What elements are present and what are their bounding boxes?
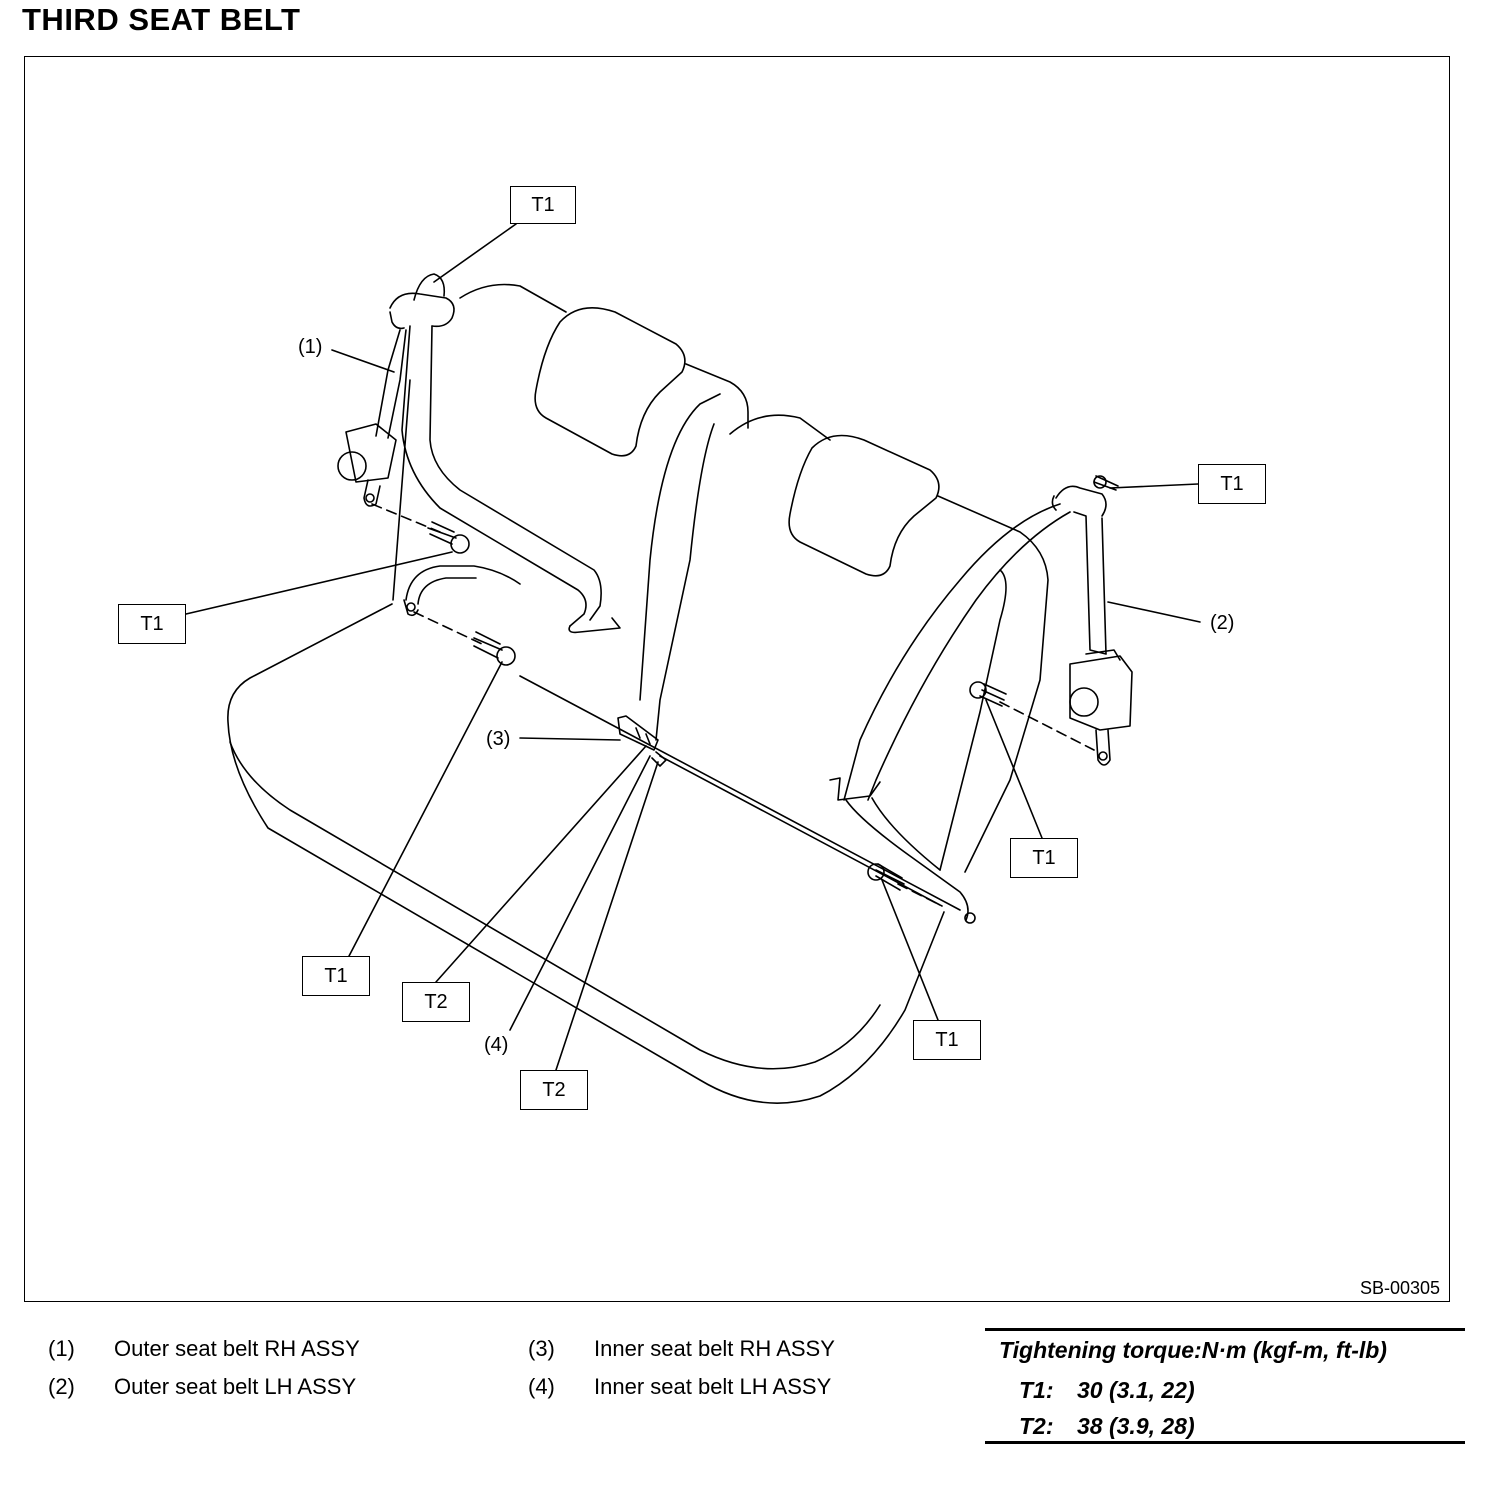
diagram-frame	[24, 56, 1450, 1302]
headrest-left	[534, 306, 686, 457]
legend-description: Inner seat belt LH ASSY	[594, 1374, 832, 1399]
torque-key: T1:	[1019, 1377, 1054, 1403]
leader-lines	[185, 223, 1201, 1071]
callout-t2-left: T2	[402, 982, 470, 1022]
part-marker-4: (4)	[484, 1034, 509, 1056]
legend-number: (3)	[528, 1336, 555, 1361]
torque-key: T2:	[1019, 1413, 1054, 1439]
callout-label: T1	[140, 612, 164, 635]
part-marker-2: (2)	[1210, 612, 1235, 634]
callout-t2-bottom: T2	[520, 1070, 588, 1110]
torque-title: Tightening torque:N·m (kgf-m, ft-lb)	[999, 1337, 1387, 1363]
legend-number: (1)	[48, 1336, 75, 1361]
callout-label: T1	[531, 193, 555, 216]
figure-code: SB-00305	[1359, 1278, 1440, 1298]
callout-t1-mid-left: T1	[118, 604, 186, 644]
seat-back-right	[729, 414, 1049, 873]
part-marker-3: (3)	[486, 728, 511, 750]
callout-t1-bottom-right: T1	[913, 1020, 981, 1060]
callout-label: T2	[424, 990, 448, 1013]
part-marker-1: (1)	[298, 336, 323, 358]
torque-spec-table: Tightening torque:N·m (kgf-m, ft-lb) T1:…	[985, 1328, 1465, 1444]
callout-t1-bottom-left: T1	[302, 956, 370, 996]
seat-cushion	[227, 603, 961, 1104]
callout-label: T1	[324, 964, 348, 987]
callout-label: T2	[542, 1078, 566, 1101]
outer-belt-rh	[337, 273, 621, 666]
legend-description: Outer seat belt RH ASSY	[114, 1336, 360, 1361]
legend-number: (4)	[528, 1374, 555, 1399]
torque-value: 30 (3.1, 22)	[1077, 1377, 1195, 1403]
callout-label: T1	[1220, 472, 1244, 495]
legend-description: Outer seat belt LH ASSY	[114, 1374, 357, 1399]
callout-t1-right: T1	[1010, 838, 1078, 878]
inner-belts	[617, 715, 941, 906]
callout-t1-top-right: T1	[1198, 464, 1266, 504]
callout-label: T1	[935, 1028, 959, 1051]
outer-belt-lh	[829, 475, 1133, 924]
legend-description: Inner seat belt RH ASSY	[594, 1336, 835, 1361]
page-title: THIRD SEAT BELT	[22, 2, 301, 37]
headrest-right	[788, 434, 940, 577]
seat-back-left	[392, 283, 749, 741]
legend-number: (2)	[48, 1374, 75, 1399]
torque-value: 38 (3.9, 28)	[1077, 1413, 1195, 1439]
callout-t1-top-left: T1	[510, 186, 576, 224]
callout-label: T1	[1032, 846, 1056, 869]
